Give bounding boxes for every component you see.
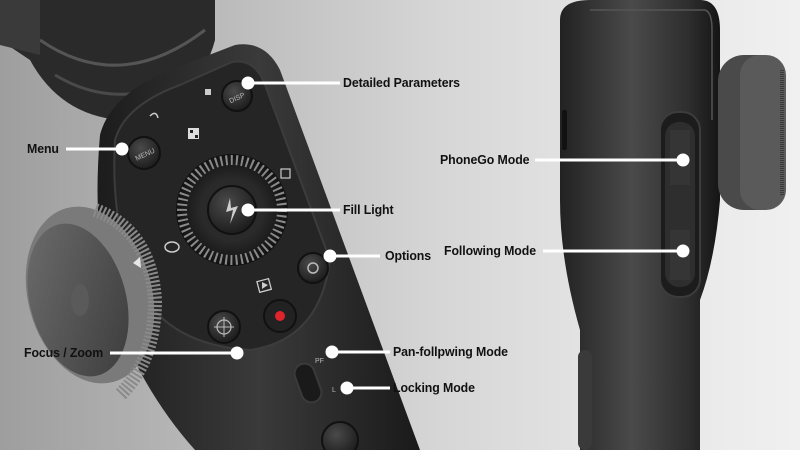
record-button (263, 299, 297, 333)
menu-button: MENU (127, 136, 161, 170)
fill-light-bolt-icon (226, 198, 238, 224)
svg-text:PF: PF (315, 358, 324, 365)
mode-switch: PF L (293, 358, 336, 404)
focus-button (207, 310, 241, 344)
power-button (321, 421, 359, 450)
exposure-icon (280, 168, 291, 179)
disp-button: DISP (221, 80, 253, 112)
label-locking-mode: Locking Mode (393, 380, 475, 395)
rear-trigger (659, 111, 701, 298)
camera-icon (307, 262, 319, 274)
label-menu: Menu (27, 141, 59, 156)
wheel-indicator-icon (133, 257, 141, 268)
control-wheel (176, 154, 288, 266)
rear-wheel (718, 55, 786, 210)
grid-icon (188, 128, 199, 139)
svg-text:L: L (332, 387, 336, 394)
label-following-mode: Following Mode (444, 243, 536, 258)
label-pan-following-mode: Pan-follpwing Mode (393, 344, 508, 359)
callout-lines (66, 76, 690, 395)
label-options: Options (385, 248, 431, 263)
label-fill-light: Fill Light (343, 202, 394, 217)
label-detailed-parameters: Detailed Parameters (343, 75, 460, 90)
back-arrow-icon (149, 112, 159, 119)
label-phonego-mode: PhoneGo Mode (440, 152, 530, 167)
rotate-icon (164, 241, 180, 253)
record-dot-icon (275, 311, 285, 321)
mode-icons (149, 89, 291, 294)
focus-zoom-wheel (25, 203, 163, 400)
side-grip (578, 350, 592, 450)
options-button (297, 252, 329, 284)
playback-icon (256, 277, 273, 294)
small-square-icon (205, 89, 211, 95)
side-port (562, 110, 567, 150)
label-focus-zoom: Focus / Zoom (24, 345, 104, 360)
